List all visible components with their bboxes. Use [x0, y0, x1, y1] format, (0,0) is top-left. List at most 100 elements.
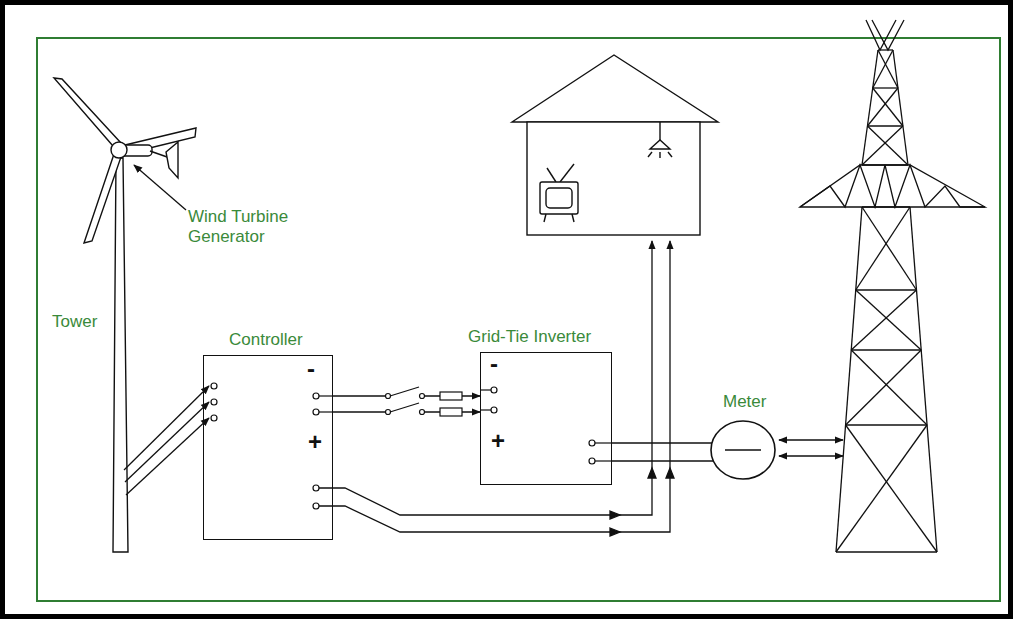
pylon-strut [856, 290, 921, 350]
pylon-strut [846, 425, 937, 552]
disconnect-switch [420, 410, 425, 415]
pylon-strut [893, 50, 908, 165]
pylon-strut [910, 207, 937, 552]
terminals [319, 411, 333, 412]
terminals [480, 389, 491, 390]
pylon-strut [862, 50, 878, 165]
house [659, 152, 660, 158]
house-feed-wires [319, 241, 652, 515]
meter-circle: Meter [710, 420, 776, 480]
house [547, 168, 556, 182]
disconnect-switch [386, 410, 391, 415]
terminals [491, 407, 497, 413]
turbine-hub [111, 142, 127, 158]
terminals [211, 383, 612, 509]
outer-border [3, 3, 1011, 617]
house-feed-wires [610, 528, 620, 536]
fuse-symbol [440, 392, 462, 400]
terminals [491, 387, 497, 393]
house [648, 152, 652, 157]
tv-symbol [540, 182, 578, 214]
house-feed-wires [666, 468, 674, 478]
house [650, 140, 670, 149]
meter-symbol [725, 449, 761, 451]
green-frame [37, 38, 1000, 601]
polarity-sign: - [307, 357, 315, 381]
turbine-wires [124, 386, 209, 495]
terminals [595, 460, 612, 461]
wire-connector [612, 442, 712, 443]
disconnect-switch [386, 394, 391, 399]
device-heading: Grid-Tie Inverter [468, 327, 591, 347]
terminals [211, 415, 217, 421]
turbine-wires [126, 418, 209, 495]
terminals [319, 395, 333, 396]
pylon-strut [836, 425, 927, 552]
pylon-strut [862, 164, 908, 165]
terminals [313, 503, 319, 509]
disconnect-switch [420, 394, 425, 399]
tail-fin [166, 142, 178, 178]
disconnect-switch [386, 385, 422, 417]
disconnect-switch [386, 385, 463, 417]
house [544, 214, 546, 222]
pylon-strut [878, 49, 893, 50]
wire-connector [612, 460, 713, 461]
pylon-strut [867, 126, 908, 165]
terminals [595, 442, 612, 443]
pylon-strut [851, 290, 916, 350]
fuse-symbol [440, 408, 462, 416]
polarity-sign: + [491, 429, 505, 453]
house-feed-wires [319, 241, 674, 536]
house [546, 188, 572, 208]
house [572, 214, 574, 222]
pylon-strut [836, 207, 862, 552]
meter-symbol [725, 449, 761, 451]
house [560, 164, 574, 182]
lamp-symbol [659, 122, 660, 140]
house-feed-wires [610, 511, 620, 519]
device-heading: Controller [229, 330, 303, 350]
turbine-blade [54, 78, 121, 146]
disconnect-switch [390, 387, 419, 396]
pylon-strut [846, 424, 927, 425]
pylon-strut [851, 349, 921, 350]
polarity-sign: + [308, 430, 322, 454]
pylon-strut [873, 87, 898, 88]
house-roof [512, 55, 718, 122]
terminals [313, 485, 319, 491]
pylon-strut [862, 207, 916, 290]
terminals [211, 399, 217, 405]
grid-arrows [779, 439, 843, 440]
power-pylon [800, 165, 985, 207]
house [668, 152, 672, 157]
disconnect-switch [390, 403, 419, 412]
terminals [480, 409, 491, 410]
power-pylon [866, 20, 896, 50]
part-label: Tower [52, 312, 97, 332]
pylon-strut [856, 207, 910, 290]
meter-outline [710, 420, 776, 480]
device-heading: Meter [723, 392, 766, 412]
terminals [313, 409, 319, 415]
meter-outline [711, 421, 775, 479]
power-pylon [872, 20, 904, 50]
house-feed-wires [319, 241, 670, 532]
terminals [589, 458, 595, 464]
part-label: Wind Turbine Generator [188, 207, 308, 248]
house-wall [527, 122, 700, 235]
house-feed-wires [648, 468, 656, 478]
terminals [313, 393, 319, 399]
power-pylon [800, 20, 985, 552]
pylon-strut [862, 126, 903, 165]
device-box: Grid-Tie Inverter-+ [480, 352, 612, 485]
grid-arrows [779, 440, 843, 456]
turbine-blade [84, 154, 121, 243]
wire-connector [612, 443, 713, 461]
house [512, 55, 718, 235]
polarity-sign: - [490, 352, 498, 376]
tower-mast [113, 158, 128, 552]
